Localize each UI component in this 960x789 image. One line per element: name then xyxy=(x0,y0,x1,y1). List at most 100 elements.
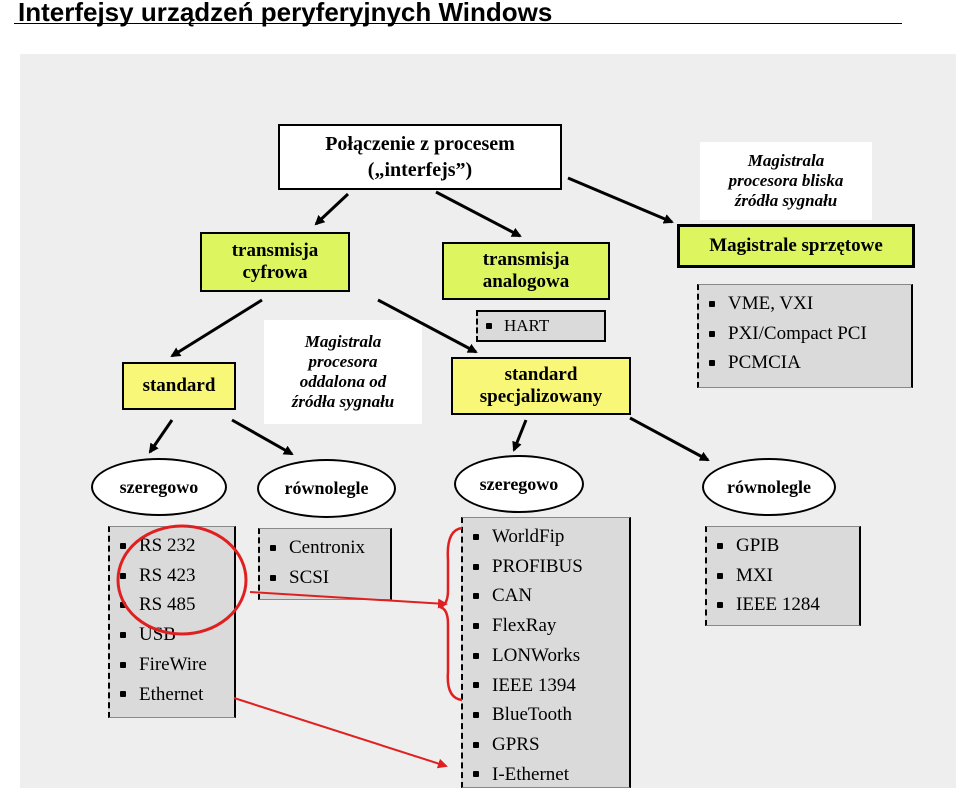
list-item-text: MXI xyxy=(736,564,773,586)
arrow-standard-to-parallel xyxy=(231,418,294,456)
list-item: LONWorks xyxy=(473,641,629,671)
bullet-icon xyxy=(717,572,723,579)
bullet-icon xyxy=(717,542,723,549)
arrow-root-to-digital xyxy=(314,192,350,226)
list-item-text: FireWire xyxy=(139,653,207,675)
bullet-icon xyxy=(120,631,126,638)
bullet-icon xyxy=(120,542,126,549)
bullet-icon xyxy=(120,602,126,609)
list-item-text: SCSI xyxy=(289,566,330,588)
bullet-icon xyxy=(473,741,479,748)
bullet-icon xyxy=(473,593,479,600)
bullet-icon xyxy=(120,691,126,698)
bullet-icon xyxy=(473,682,479,689)
spec-serial-list: WorldFip PROFIBUS CAN FlexRay LONWorks I… xyxy=(461,517,631,788)
list-item-text: PROFIBUS xyxy=(492,555,583,577)
list-item-text: RS 485 xyxy=(139,594,196,616)
bullet-icon xyxy=(270,574,276,581)
list-item-text: Ethernet xyxy=(139,683,204,705)
bullet-icon xyxy=(717,602,723,609)
list-item: GPIB xyxy=(717,531,859,561)
list-item: Ethernet xyxy=(120,680,234,710)
spec-serial-ellipse: szeregowo xyxy=(454,455,584,513)
standard-label: standard xyxy=(142,375,216,396)
list-item: Centronix xyxy=(270,533,390,563)
bullet-icon xyxy=(709,360,715,367)
list-item: PXI/Compact PCI xyxy=(709,319,911,349)
note-far-bus: Magistrala procesora oddalona od źródła … xyxy=(264,320,422,424)
bullet-icon xyxy=(473,712,479,719)
list-item: FireWire xyxy=(120,650,234,680)
standard-node: standard xyxy=(122,362,236,410)
list-item-text: IEEE 1394 xyxy=(492,674,576,696)
red-brace xyxy=(439,526,463,702)
analog-line1: transmisja xyxy=(482,249,570,270)
note-close-line2: procesora bliska xyxy=(728,171,844,190)
spec-parallel-ellipse: równolegle xyxy=(702,458,836,516)
specialized-line1: standard xyxy=(504,364,578,385)
list-item-text: RS 232 xyxy=(139,535,196,556)
note-close-line1: Magistrala xyxy=(747,151,825,170)
list-item-text: Centronix xyxy=(289,537,365,558)
spec-parallel-label: równolegle xyxy=(727,476,811,497)
list-item-text: WorldFip xyxy=(492,526,565,547)
hw-buses-label: Magistrale sprzętowe xyxy=(709,235,883,256)
list-item: GPRS xyxy=(473,730,629,760)
specialized-line2: specjalizowany xyxy=(479,386,603,407)
arrow-specialized-to-parallel xyxy=(629,416,710,462)
arrow-digital-to-standard xyxy=(170,298,263,358)
hart-label: HART xyxy=(504,316,550,335)
arrow-specialized-to-serial xyxy=(512,419,528,452)
title-underline xyxy=(14,23,902,24)
note-far-line1: Magistrala xyxy=(304,332,382,351)
digital-line1: transmisja xyxy=(231,240,319,261)
list-item-text: I-Ethernet xyxy=(492,763,570,785)
red-arrow-lower xyxy=(233,697,448,769)
bullet-icon xyxy=(473,652,479,659)
list-item-text: CAN xyxy=(492,585,533,607)
list-item: PCMCIA xyxy=(709,348,911,378)
hart-item: HART xyxy=(476,310,606,342)
bullet-icon xyxy=(486,323,492,329)
bullet-icon xyxy=(473,533,479,540)
bullet-icon xyxy=(270,544,276,551)
bullet-icon xyxy=(473,563,479,570)
std-parallel-label: równolegle xyxy=(284,478,369,498)
list-item-text: PXI/Compact PCI xyxy=(728,322,867,344)
std-serial-list: RS 232 RS 423 RS 485 USB FireWire Ethern… xyxy=(108,526,236,718)
list-item-text: FlexRay xyxy=(492,615,557,637)
analog-line2: analogowa xyxy=(482,271,570,292)
bullet-icon xyxy=(120,661,126,668)
list-item: IEEE 1394 xyxy=(473,671,629,701)
hw-buses-node: Magistrale sprzętowe xyxy=(677,224,915,268)
root-node: Połączenie z procesem („interfejs”) xyxy=(278,124,562,190)
bullet-icon xyxy=(709,300,715,307)
std-parallel-ellipse: równolegle xyxy=(257,459,396,518)
arrow-digital-to-specialized xyxy=(377,298,478,354)
list-item: MXI xyxy=(717,561,859,591)
red-arrow-upper xyxy=(249,591,448,609)
page-title: Interfejsy urządzeń peryferyjnych Window… xyxy=(18,0,553,27)
list-item: BlueTooth xyxy=(473,700,629,730)
list-item: IEEE 1284 xyxy=(717,590,859,620)
list-item: FlexRay xyxy=(473,611,629,641)
list-item-text: VME, VXI xyxy=(728,293,814,314)
list-item-text: USB xyxy=(139,624,176,646)
std-serial-ellipse: szeregowo xyxy=(91,458,227,516)
list-item: SCSI xyxy=(270,563,390,593)
bullet-icon xyxy=(473,771,479,778)
digital-line2: cyfrowa xyxy=(242,262,308,283)
arrow-standard-to-serial xyxy=(148,419,174,454)
bullet-icon xyxy=(709,330,715,337)
list-item-text: LONWorks xyxy=(492,644,581,666)
specialized-node: standard specjalizowany xyxy=(451,357,631,415)
list-item-text: PCMCIA xyxy=(728,352,801,374)
note-far-line4: źródła sygnału xyxy=(291,392,395,411)
std-serial-label: szeregowo xyxy=(119,476,199,497)
spec-parallel-list: GPIB MXI IEEE 1284 xyxy=(705,526,861,626)
list-item-text: GPRS xyxy=(492,733,540,755)
digital-node: transmisja cyfrowa xyxy=(200,232,350,292)
note-far-line3: oddalona od xyxy=(299,372,387,391)
std-parallel-list: Centronix SCSI xyxy=(258,528,392,600)
